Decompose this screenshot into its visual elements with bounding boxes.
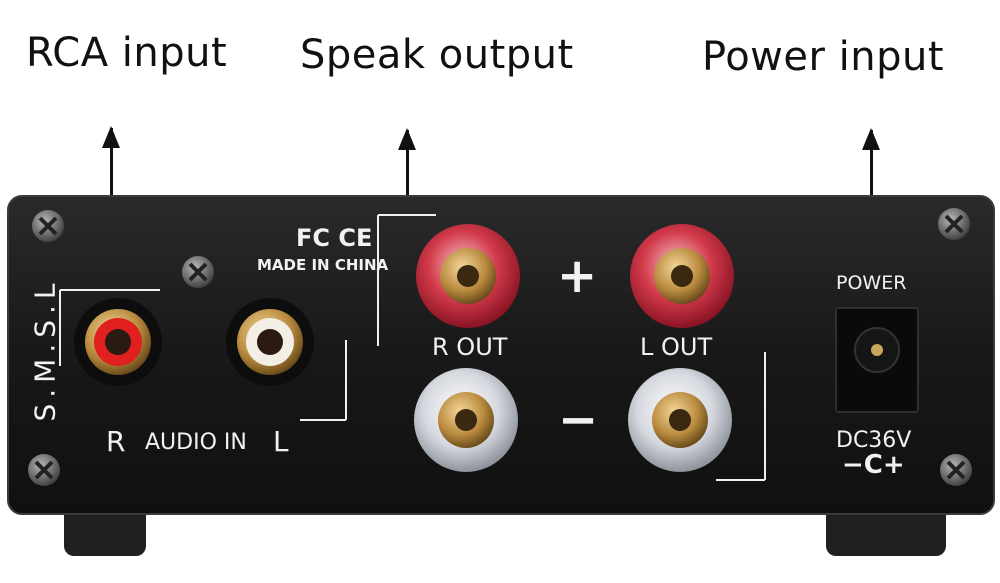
power-jack[interactable] [835, 307, 919, 413]
screw-icon [940, 454, 972, 486]
minus-label: − [558, 392, 599, 448]
power-label: POWER [836, 272, 907, 294]
made-in-label: MADE IN CHINA [257, 256, 389, 274]
panel-body [7, 195, 995, 515]
rca-jack-red[interactable] [74, 298, 162, 386]
speak-output-callout: Speak output [300, 32, 574, 78]
brand-logo: S.M.S.L [28, 277, 62, 422]
voltage-label: DC36V [836, 428, 912, 453]
certification-marks: FC CE [296, 224, 373, 252]
rca-input-callout: RCA input [26, 30, 228, 76]
screw-icon [28, 454, 60, 486]
polarity-label: −C+ [842, 450, 905, 480]
binding-post-l-plus[interactable] [630, 224, 734, 328]
screw-icon [32, 210, 64, 242]
r-out-label: R OUT [432, 333, 508, 361]
screw-icon [182, 256, 214, 288]
binding-post-l-minus[interactable] [628, 368, 732, 472]
bracket-lines [59, 214, 766, 481]
rca-jack-white[interactable] [226, 298, 314, 386]
binding-post-r-plus[interactable] [416, 224, 520, 328]
binding-post-r-minus[interactable] [414, 368, 518, 472]
l-out-label: L OUT [640, 333, 713, 361]
audio-r-label: R [106, 425, 126, 458]
power-input-callout: Power input [702, 34, 945, 80]
audio-in-label: AUDIO IN [145, 430, 247, 455]
audio-l-label: L [273, 425, 289, 458]
speak-arrow [398, 128, 416, 216]
plus-label: + [557, 248, 598, 304]
screw-icon [938, 208, 970, 240]
